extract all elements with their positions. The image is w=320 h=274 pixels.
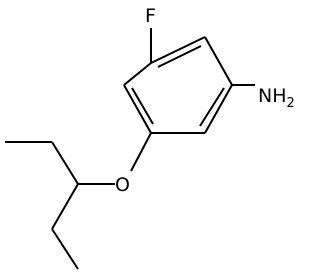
ring-double-bond-c3-c4: [199, 87, 225, 127]
bond-ch-lower-ch2: [51, 183, 79, 230]
bond-ch-upper-ch2: [51, 141, 79, 185]
fluorine-atom-label: F: [145, 5, 156, 27]
ring-bond-c6-c1: [123, 62, 152, 86]
chemical-structure-drawing: F NH2 O: [5, 5, 295, 270]
amine-atom-symbol: NH: [258, 85, 287, 107]
amine-subscript: 2: [287, 96, 295, 111]
amine-atom-label: NH2: [258, 85, 295, 111]
bond-c5-oxygen: [130, 132, 152, 172]
ring-bond-c1-c2: [150, 36, 206, 64]
ring-bond-c5-c6: [123, 84, 152, 134]
ring-double-bond-c1-c2: [157, 45, 202, 68]
ring-double-bond-c5-c6: [131, 87, 154, 125]
bond-lower-ch2-ch3: [51, 228, 79, 270]
ring-bond-c3-c4: [204, 84, 233, 134]
ether-oxygen-atom-label: O: [115, 174, 130, 196]
ring-bond-c2-c3: [204, 36, 233, 86]
